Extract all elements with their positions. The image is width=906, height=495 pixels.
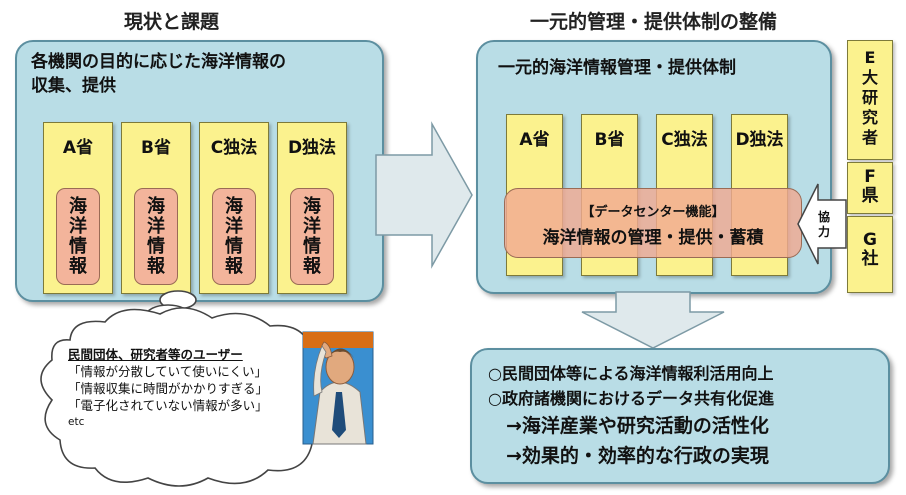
- ocean-info-pill: 海 洋 情 報: [56, 188, 100, 285]
- user-comment-1: 「情報が分散していて使いにくい」: [68, 364, 268, 379]
- agency-label: D独法: [735, 130, 784, 150]
- ocean-info-text: 海 洋 情 報: [147, 196, 165, 277]
- data-center-box: 【データセンター機能】 海洋情報の管理・提供・蓄積: [504, 188, 802, 258]
- ocean-info-pill: 海 洋 情 報: [290, 188, 334, 285]
- user-comments-title: 民間団体、研究者等のユーザー: [68, 347, 243, 362]
- ocean-info-pill: 海 洋 情 報: [134, 188, 178, 285]
- outcome-line-3: →海洋産業や研究活動の活性化: [506, 415, 769, 437]
- unified-system-panel: 一元的海洋情報管理・提供体制 A省 B省 C独法 D独法 【データセンター機能】…: [476, 40, 832, 294]
- right-heading: 一元的管理・提供体制の整備: [530, 11, 778, 33]
- left-heading: 現状と課題: [124, 11, 220, 33]
- university-researcher-box: E 大 研 究 者: [847, 40, 893, 160]
- prefecture-box: F 県: [847, 162, 893, 214]
- outcome-line-1: ○民間団体等による海洋情報利活用向上: [488, 364, 774, 383]
- outcome-line-4: →効果的・効率的な行政の実現: [506, 445, 769, 467]
- panel-title-line-1: 各機関の目的に応じた海洋情報の: [31, 52, 286, 72]
- cooperation-label: 協 力: [818, 210, 831, 239]
- agency-column-a: A省 海 洋 情 報: [43, 122, 113, 294]
- ocean-info-text: 海 洋 情 報: [303, 196, 321, 277]
- cooperation-arrow-icon: [797, 183, 847, 265]
- prefecture-label: F 県: [861, 167, 879, 206]
- agency-label: B省: [594, 130, 625, 150]
- user-comments: 民間団体、研究者等のユーザー 「情報が分散していて使いにくい」 「情報収集に時間…: [68, 346, 268, 431]
- agency-column-d: D独法 海 洋 情 報: [277, 122, 347, 294]
- ocean-info-pill: 海 洋 情 報: [212, 188, 256, 285]
- ocean-info-text: 海 洋 情 報: [225, 196, 243, 277]
- current-issues-panel: 各機関の目的に応じた海洋情報の 収集、提供 A省 海 洋 情 報 B省 海 洋 …: [15, 40, 384, 302]
- outcome-line-2: ○政府諸機関におけるデータ共有化促進: [488, 389, 774, 408]
- user-comment-etc: etc: [68, 416, 85, 428]
- company-box: G 社: [847, 216, 893, 293]
- cloud-shape: [40, 307, 329, 487]
- data-center-label: 【データセンター機能】: [581, 205, 725, 220]
- agency-column-b: B省 海 洋 情 報: [121, 122, 191, 294]
- agency-label: A省: [519, 130, 550, 150]
- ocean-info-text: 海 洋 情 報: [69, 196, 87, 277]
- unified-panel-title: 一元的海洋情報管理・提供体制: [498, 58, 736, 78]
- company-label: G 社: [861, 230, 879, 269]
- down-arrow-icon: [581, 291, 725, 349]
- thinking-person-icon: [302, 331, 374, 445]
- agency-label: C独法: [661, 130, 708, 150]
- data-center-function: 海洋情報の管理・提供・蓄積: [542, 228, 764, 248]
- agency-column-c: C独法 海 洋 情 報: [199, 122, 269, 294]
- agency-label: B省: [141, 138, 171, 158]
- user-comment-3: 「電子化されていない情報が多い」: [68, 398, 268, 413]
- agency-label: D独法: [287, 138, 337, 158]
- transition-arrow-icon: [375, 121, 473, 269]
- user-comment-2: 「情報収集に時間がかかりすぎる」: [68, 381, 269, 396]
- agency-label: A省: [62, 138, 94, 158]
- university-researcher-label: E 大 研 究 者: [861, 48, 878, 147]
- agency-label: C独法: [210, 138, 258, 158]
- panel-title-line-2: 収集、提供: [31, 76, 116, 96]
- outcomes-box: ○民間団体等による海洋情報利活用向上 ○政府諸機関におけるデータ共有化促進 →海…: [470, 348, 890, 484]
